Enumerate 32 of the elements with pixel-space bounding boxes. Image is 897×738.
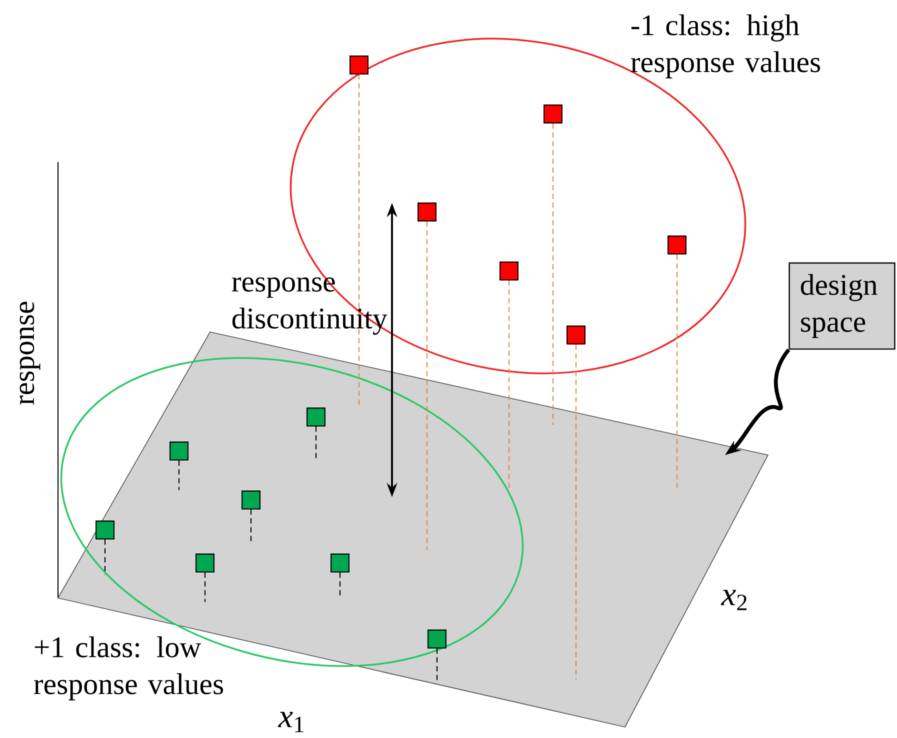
node-label: response values (34, 673, 224, 700)
data-point-square (330, 554, 350, 572)
data-point-square (544, 104, 562, 124)
data-point-square (668, 236, 686, 254)
projection-line (358, 74, 360, 405)
data-point-square (170, 442, 188, 460)
projection-line (250, 510, 252, 542)
axis-label: response (20, 302, 40, 405)
data-point-square (196, 554, 214, 572)
projection-line (315, 426, 317, 460)
projection-line (426, 222, 428, 550)
projection-line (508, 280, 510, 490)
axis-label: x$_{1}$ (278, 712, 304, 732)
projection-line (676, 254, 678, 488)
projection-line (552, 124, 554, 425)
data-point-square (418, 202, 436, 222)
data-point-square (500, 262, 518, 280)
projection-line (575, 344, 577, 680)
node-label: -1 class: high (631, 14, 800, 42)
data-point-square (428, 630, 446, 648)
data-point-square (242, 490, 260, 510)
projection-line (339, 572, 341, 597)
callout-box: design space (788, 262, 896, 350)
axis-label: x$_{2}$ (720, 590, 747, 610)
data-point-square (306, 408, 326, 426)
projection-line (204, 572, 206, 602)
projection-line (104, 540, 106, 575)
projection-line (178, 460, 180, 490)
data-point-square (350, 56, 368, 74)
projection-line (436, 648, 438, 680)
data-point-square (96, 520, 114, 540)
data-point-square (566, 326, 586, 344)
